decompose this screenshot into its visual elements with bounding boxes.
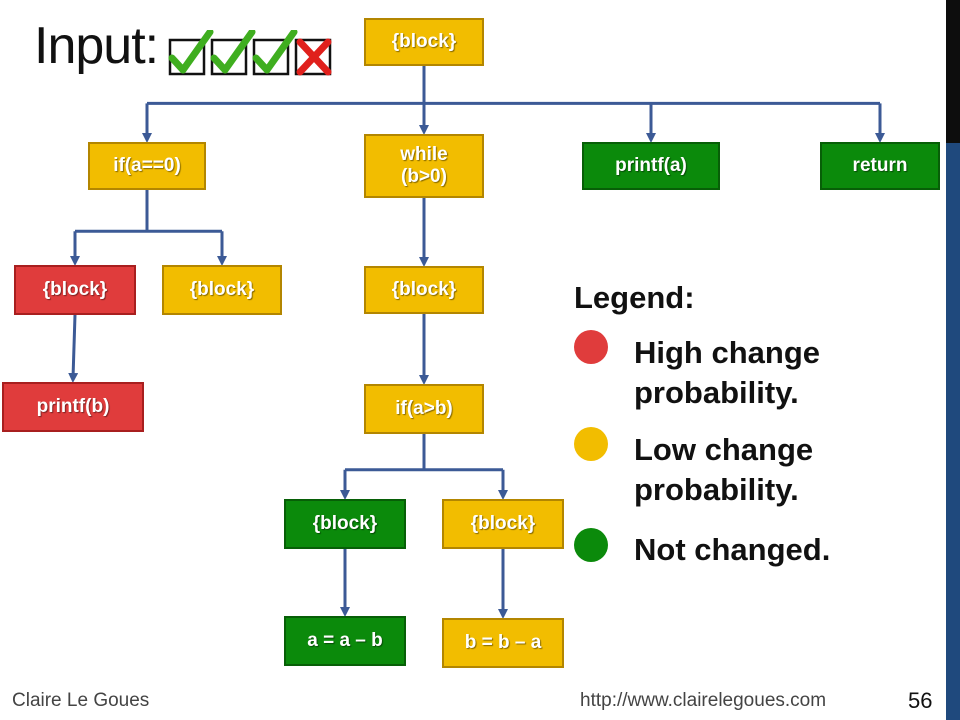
legend-dot-none (574, 528, 608, 562)
slide-edge-bar-blue (946, 143, 960, 720)
legend-dot-high (574, 330, 608, 364)
node-if-a-gt-b: if(a>b) (364, 384, 484, 434)
node-root-block: {block} (364, 18, 484, 66)
diagram-edges (68, 66, 885, 619)
node-if-else-block: {block} (162, 265, 282, 315)
node-while-b-gt-0: while (b>0) (364, 134, 484, 198)
node-printf-a: printf(a) (582, 142, 720, 190)
footer-author: Claire Le Goues (12, 690, 150, 711)
edge-if_then_block-printf_b (68, 314, 79, 383)
node-while-body-block: {block} (364, 266, 484, 314)
legend-text-high: High change probability. (634, 335, 821, 410)
check-icon (210, 30, 256, 74)
node-if-a-eq-0: if(a==0) (88, 142, 206, 190)
node-then-block-2: {block} (284, 499, 406, 549)
legend-text-low: Low change probability. (634, 432, 814, 507)
legend-text-none: Not changed. (634, 532, 831, 567)
node-if-then-block: {block} (14, 265, 136, 315)
check-icon (252, 30, 298, 74)
slide-title: Input: (34, 17, 159, 75)
node-else-block-2: {block} (442, 499, 564, 549)
node-return-stmt: return (820, 142, 940, 190)
input-marks (168, 30, 332, 76)
footer-url[interactable]: http://www.clairelegoues.com (580, 690, 827, 711)
legend-title: Legend: (574, 280, 695, 315)
legend-dot-low (574, 427, 608, 461)
node-assign-a: a = a – b (284, 616, 406, 666)
cross-icon (296, 38, 332, 76)
node-printf-b: printf(b) (2, 382, 144, 432)
check-icon (168, 30, 214, 74)
page-number: 56 (908, 688, 933, 713)
slide-edge-bar-dark (946, 0, 960, 143)
node-assign-b: b = b – a (442, 618, 564, 668)
